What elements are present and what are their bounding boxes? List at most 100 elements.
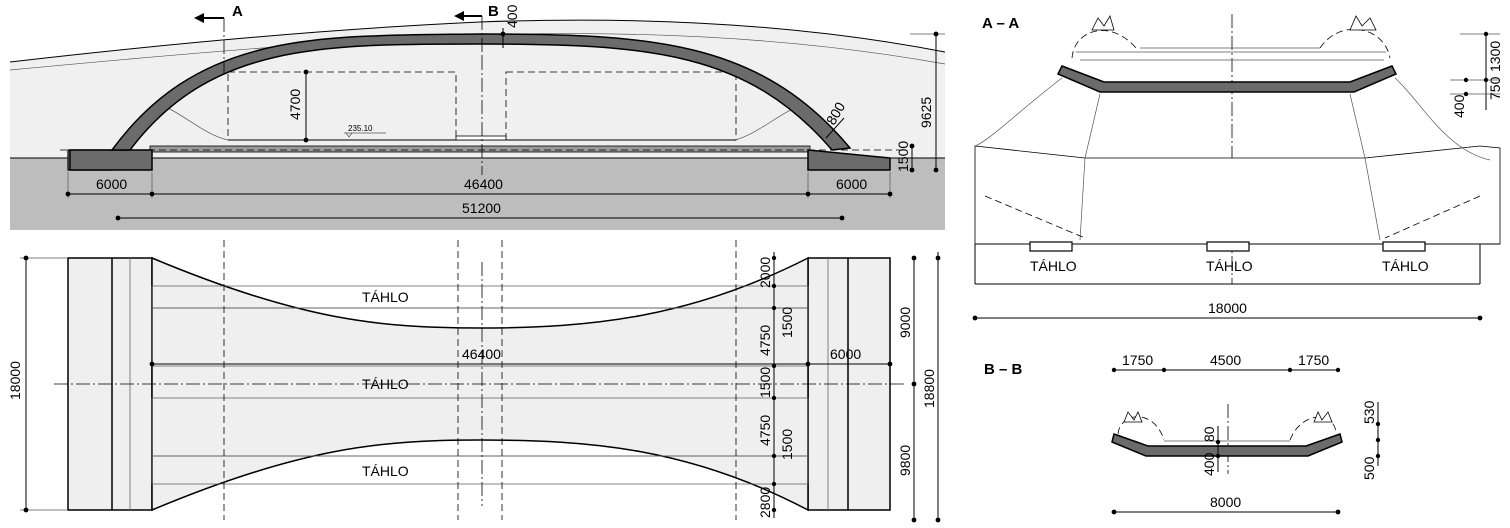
plan-dim-18800: 18800 bbox=[921, 369, 937, 408]
dim-4700-dot-top bbox=[303, 69, 309, 75]
section-bb: B – B 1750 4500 1750 80 400 530 500 bbox=[984, 352, 1381, 515]
section-bb-dim-dot3 bbox=[1287, 367, 1293, 373]
section-aa-dim-18000: 18000 bbox=[1208, 300, 1247, 316]
plan-stack-dot-3 bbox=[771, 305, 777, 311]
section-aa-wall-left bbox=[1079, 157, 1086, 241]
section-bb-dim-dot1 bbox=[1111, 367, 1117, 373]
elevation-view: A B 400 4700 235.10 800 9625 1500 bbox=[9, 3, 946, 230]
section-aa-dim-400: 400 bbox=[1451, 94, 1467, 118]
dim-1500-dot-top bbox=[909, 143, 915, 149]
section-aa-wing-left bbox=[1084, 93, 1101, 159]
dim-dot-1 bbox=[65, 191, 71, 197]
plan-dim-9800: 9800 bbox=[897, 445, 913, 476]
section-bb-dim-4500: 4500 bbox=[1210, 352, 1241, 368]
section-aa-dash-right bbox=[1384, 195, 1481, 239]
section-aa-wing-right bbox=[1349, 93, 1366, 159]
section-bb-dim-dot4 bbox=[1335, 367, 1341, 373]
dim-46400: 46400 bbox=[464, 176, 503, 192]
dim-9625: 9625 bbox=[918, 97, 934, 128]
section-bb-dim-1750-left: 1750 bbox=[1122, 352, 1153, 368]
dim-4700: 4700 bbox=[287, 89, 303, 120]
dim-dot-6 bbox=[839, 215, 845, 221]
dim-9625-dot-top bbox=[933, 31, 939, 37]
plan-dim-1500-c: 1500 bbox=[779, 429, 795, 460]
abutment-left-main bbox=[69, 149, 153, 171]
section-bb-shrub-left bbox=[1117, 416, 1165, 441]
section-aa-dash-left bbox=[984, 195, 1086, 239]
section-bb-vdim-dot1 bbox=[1215, 439, 1221, 445]
tie-beam bbox=[149, 145, 811, 153]
section-aa-deck bbox=[1056, 65, 1398, 93]
plan-tie-label-3: TÁHLO bbox=[362, 463, 409, 479]
section-bb-vdim-dot4 bbox=[1375, 437, 1381, 443]
dim-6000-right: 6000 bbox=[836, 176, 867, 192]
section-aa-dim-dot2 bbox=[1477, 315, 1483, 321]
section-bb-dim-400: 400 bbox=[1201, 452, 1217, 476]
section-bb-dim-dot6 bbox=[1335, 509, 1341, 515]
plan-stack-dot-2 bbox=[771, 283, 777, 289]
section-aa-ground bbox=[974, 145, 1501, 245]
section-b-marker: B bbox=[488, 3, 499, 20]
terrain-line-upper bbox=[9, 19, 946, 63]
plan-dim-right-dot3 bbox=[911, 517, 917, 523]
section-aa-fill-slope-right bbox=[1394, 77, 1491, 161]
plan-dim-total-dot2 bbox=[935, 517, 941, 523]
deck-plate bbox=[455, 135, 507, 141]
plan-view: TÁHLO TÁHLO TÁHLO 46400 6000 18000 2000 … bbox=[7, 240, 941, 523]
dim-9625-dot-bottom bbox=[933, 167, 939, 173]
plan-dim-6000: 6000 bbox=[830, 346, 861, 362]
plan-stack-dot-1 bbox=[771, 255, 777, 261]
section-aa-vdim-dot2 bbox=[1483, 77, 1489, 83]
section-bb-vdim-dot3 bbox=[1375, 421, 1381, 427]
section-aa-vdim-dot4 bbox=[1463, 91, 1469, 97]
section-bb-dim-500: 500 bbox=[1361, 456, 1377, 480]
plan-dim-width-dot1 bbox=[23, 255, 29, 261]
dim-dot-3 bbox=[805, 191, 811, 197]
section-bb-dim-8000: 8000 bbox=[1210, 494, 1241, 510]
plan-dim-4750-a: 4750 bbox=[757, 325, 773, 356]
plan-dim-18000: 18000 bbox=[7, 361, 23, 400]
dim-400: 400 bbox=[504, 4, 520, 28]
section-b-arrowhead bbox=[454, 11, 464, 21]
plan-dim-dot-3 bbox=[887, 361, 893, 367]
section-aa-dim-1300: 1300 bbox=[1487, 41, 1503, 72]
section-bb-dim-dot5 bbox=[1111, 509, 1117, 515]
section-aa-dim-750: 750 bbox=[1487, 76, 1503, 100]
section-aa-dim-dot1 bbox=[972, 315, 978, 321]
section-bb-dim-dot2 bbox=[1161, 367, 1167, 373]
plan-stack-dot-8 bbox=[771, 507, 777, 513]
dim-1500: 1500 bbox=[895, 141, 911, 172]
section-aa-tie-label-3: TÁHLO bbox=[1382, 258, 1429, 274]
section-bb-dim-80: 80 bbox=[1201, 426, 1217, 442]
section-bb-plant-right bbox=[1313, 411, 1333, 423]
section-aa-plant-right bbox=[1349, 15, 1377, 31]
section-aa-tie-label-1: TÁHLO bbox=[1030, 258, 1077, 274]
plan-dim-right-dot2 bbox=[911, 381, 917, 387]
plan-dim-dot-1 bbox=[149, 361, 155, 367]
plan-dim-46400: 46400 bbox=[462, 346, 501, 362]
section-aa-plant-left bbox=[1091, 15, 1115, 31]
plan-stack-dot-4 bbox=[771, 363, 777, 369]
section-bb-vdim-dot2 bbox=[1215, 453, 1221, 459]
plan-stack-dot-7 bbox=[771, 481, 777, 487]
plan-stack-dot-6 bbox=[771, 453, 777, 459]
section-aa-shrub-right bbox=[1319, 28, 1391, 59]
section-aa-title: A – A bbox=[982, 15, 1019, 32]
plan-dim-1500-a: 1500 bbox=[779, 307, 795, 338]
dim-6000-left: 6000 bbox=[96, 176, 127, 192]
section-bb-dim-530: 530 bbox=[1361, 400, 1377, 424]
plan-tie-label-1: TÁHLO bbox=[362, 289, 409, 305]
plan-stack-dot-5 bbox=[771, 395, 777, 401]
plan-dim-2800: 2800 bbox=[757, 487, 773, 518]
dim-1500-dot-bottom bbox=[909, 167, 915, 173]
dim-400-dot bbox=[500, 31, 506, 37]
section-aa-shrub-left bbox=[1071, 30, 1137, 59]
dim-dot-2 bbox=[149, 191, 155, 197]
section-bb-vdim-dot5 bbox=[1375, 453, 1381, 459]
level-triangle bbox=[345, 132, 353, 138]
section-aa-vdim-dot3 bbox=[1463, 77, 1469, 83]
level-value: 235.10 bbox=[348, 124, 373, 133]
section-aa-tie-label-2: TÁHLO bbox=[1206, 258, 1253, 274]
section-a-arrowhead bbox=[194, 13, 204, 23]
dim-dot-5 bbox=[115, 215, 121, 221]
